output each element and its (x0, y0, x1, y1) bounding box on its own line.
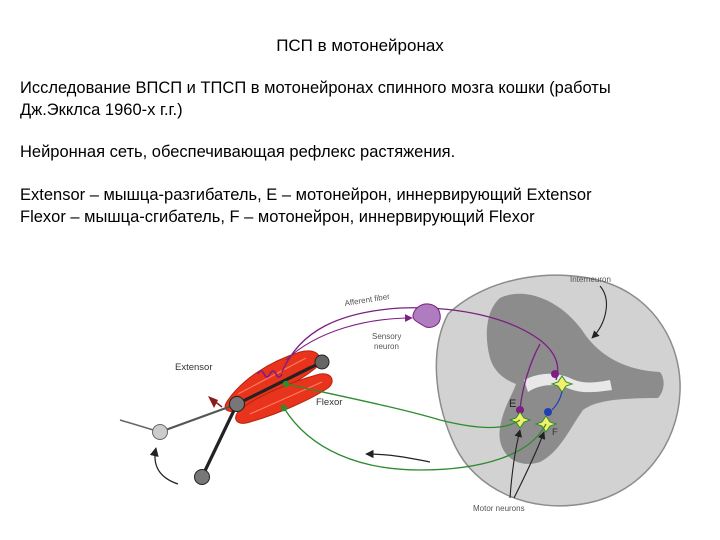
e-label: E (509, 398, 516, 410)
study-description: Исследование ВПСП и ТПСП в мотонейронах … (20, 77, 710, 121)
sensory-neuron-body (413, 304, 440, 328)
extensor-definition: Extensor – мышца-разгибатель, E – мотоне… (20, 184, 710, 206)
f-label: F (552, 427, 558, 438)
inhibitory-terminal (544, 408, 552, 416)
extensor-label: Extensor (175, 362, 213, 373)
flexor-definition: Flexor – мышца-сгибатель, F – мотонейрон… (20, 206, 710, 228)
motor-neurons-label: Motor neurons (473, 504, 525, 513)
flexor-label: Flexor (316, 397, 342, 408)
nmj-extensor (283, 381, 289, 387)
stretch-reflex-diagram: Interneuron Afferent fiber Sensory neuro… (0, 250, 720, 540)
efferent-direction-arrow (366, 454, 430, 462)
limb-skeleton (120, 355, 329, 485)
interneuron-terminal (551, 370, 559, 378)
study-line-1: Исследование ВПСП и ТПСП в мотонейронах … (20, 77, 710, 99)
network-description: Нейронная сеть, обеспечивающая рефлекс р… (20, 141, 710, 163)
sensory-label-line1: Sensory (372, 332, 401, 341)
study-line-2: Дж.Экклса 1960-х г.г.) (20, 99, 710, 121)
sensory-label-line2: neuron (374, 342, 399, 351)
slide-title: ПСП в мотонейронах (0, 36, 720, 56)
reflex-hammer (208, 396, 222, 408)
definitions: Extensor – мышца-разгибатель, E – мотоне… (20, 184, 710, 228)
movement-arrow (155, 448, 178, 484)
nmj-flexor (281, 405, 287, 411)
afferent-fiber-label: Afferent fiber (344, 292, 391, 308)
interneuron-label: Interneuron (570, 275, 611, 284)
